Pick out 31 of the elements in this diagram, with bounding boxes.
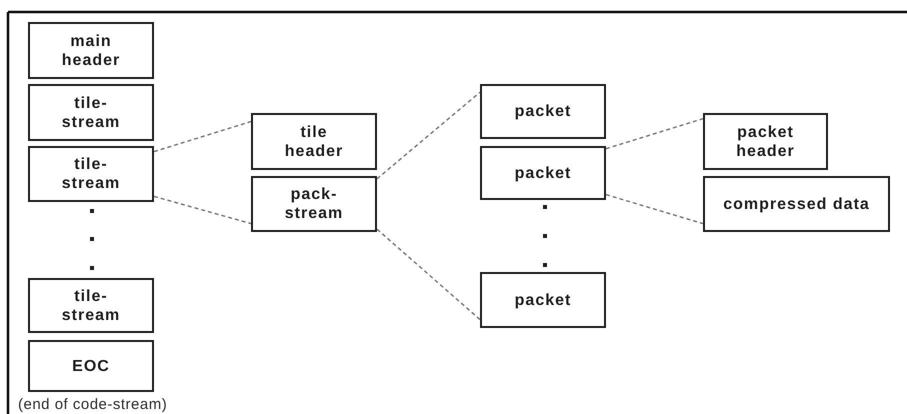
dotted-line [154,120,252,152]
stream-box [703,113,828,170]
box-label: main header [60,32,122,70]
stream-box [28,146,154,202]
box-label: packet header [735,122,796,160]
stream-box [28,84,154,141]
dotted-line [376,92,480,180]
stream-box [703,176,890,232]
stream-box [251,176,377,232]
box-caption: (end of code-stream) [18,396,168,413]
stream-box [28,278,154,333]
box-label: tile- stream [60,286,122,324]
stream-box [28,22,154,79]
box-label: packet [514,164,572,182]
box-label: tile- stream [60,94,122,132]
dotted-line [606,194,704,224]
box-label: packet [514,102,572,121]
stream-box [28,340,154,392]
stream-box [480,84,606,139]
stream-box [480,272,606,328]
stream-box [251,113,377,170]
dotted-line [154,196,252,224]
dotted-line [376,228,480,320]
box-label: packet [514,290,572,310]
stream-box [480,146,606,200]
box-label: EOC [72,356,110,376]
box-label: compressed data [722,194,871,214]
dotted-line [606,118,704,150]
box-label: tile- stream [60,155,122,193]
box-label: tile header [284,122,344,160]
box-label: pack- stream [284,185,344,223]
